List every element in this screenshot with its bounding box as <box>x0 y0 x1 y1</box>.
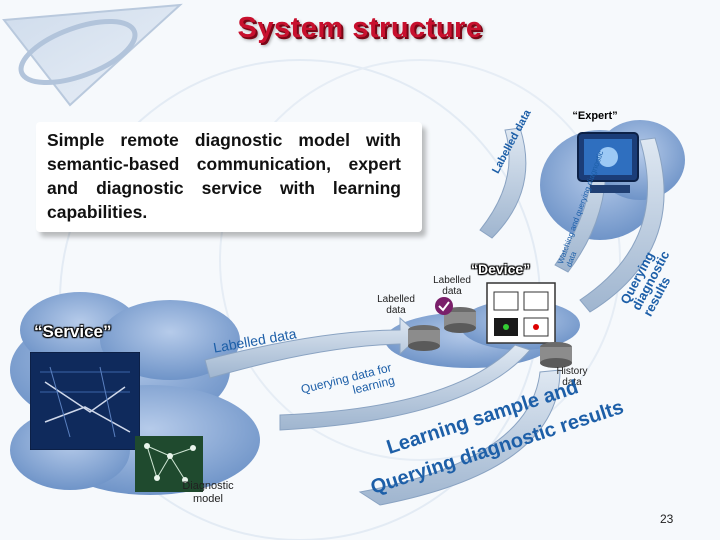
device-label: “Device” <box>471 261 531 277</box>
history-data-label: History data <box>556 366 588 388</box>
description-text: Simple remote diagnostic model with sema… <box>47 130 401 222</box>
data-stack-icon-1 <box>444 307 476 333</box>
expert-computer-image <box>577 132 639 193</box>
page-number: 23 <box>660 512 674 526</box>
check-icon <box>435 297 453 315</box>
labelled-data-label-1: Labelled data <box>433 275 471 297</box>
service-label: “Service” <box>34 322 112 341</box>
description-box <box>36 122 422 232</box>
history-data-stack-icon <box>540 342 572 368</box>
data-stack-icon-2 <box>408 325 440 351</box>
labelled-data-label-2: Labelled data <box>377 294 415 316</box>
page-title: System structure <box>237 12 483 44</box>
expert-label: “Expert” <box>572 110 618 122</box>
diagnostic-model-graph <box>135 436 203 492</box>
diagnostic-model-label: Diagnostic model <box>182 480 234 505</box>
device-panel-image <box>486 282 556 344</box>
service-panel-image <box>30 352 140 450</box>
